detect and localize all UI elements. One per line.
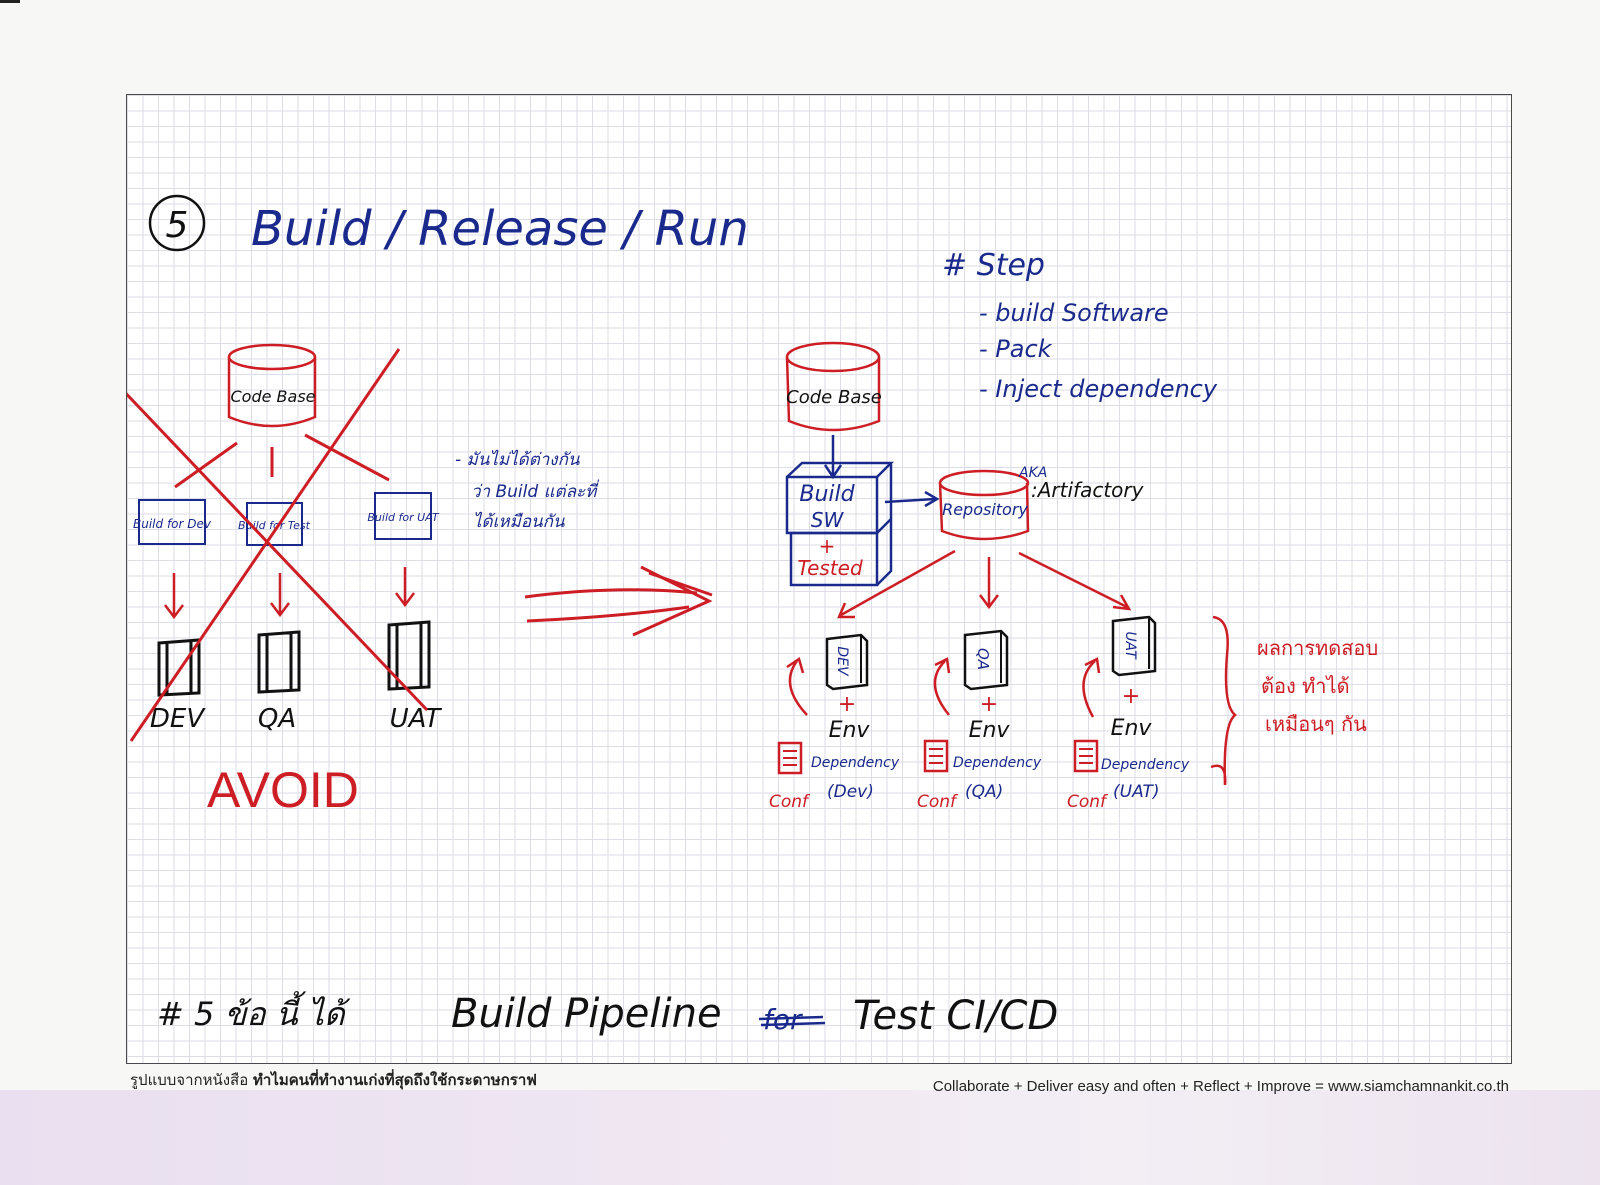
left-codebase-cylinder: Code Base (227, 343, 317, 428)
repository-label: Repository (942, 500, 1028, 519)
aka-label: AKA (1018, 465, 1047, 481)
bottom-tail: Test CI/CD (853, 993, 1058, 1039)
bottom-line: # 5 ข้อ นี้ ได้ Build Pipeline for Test … (157, 991, 1058, 1039)
server-dev: DEV + Env Dependency Conf (Dev) (769, 633, 900, 812)
build-tested-box: Build SW + Tested (785, 461, 895, 587)
svg-text:Build: Build (799, 482, 855, 507)
footer-left-plain: รูปแบบจากหนังสือ (130, 1071, 253, 1089)
svg-text:เหมือนๆ กัน: เหมือนๆ กัน (1265, 712, 1367, 736)
svg-text:- Pack: - Pack (979, 335, 1053, 363)
svg-text:(QA): (QA) (965, 782, 1003, 802)
svg-text:- มันไม่ได้ต่างกัน: - มันไม่ได้ต่างกัน (455, 449, 580, 470)
steps-heading: # Step (942, 248, 1045, 283)
svg-text:+: + (980, 692, 998, 717)
footer-left: รูปแบบจากหนังสือ ทำไมคนที่ทำงานเก่งที่สุ… (130, 1068, 537, 1092)
right-codebase-label: Code Base (786, 387, 882, 408)
steps-list: # Step - build Software - Pack - Inject … (942, 248, 1218, 403)
svg-text:Env: Env (829, 718, 871, 743)
svg-text:+: + (1122, 684, 1140, 709)
svg-text:- Inject dependency: - Inject dependency (979, 375, 1218, 403)
left-env-dev: DEV (150, 704, 206, 734)
big-double-arrow (524, 565, 713, 637)
svg-text:+: + (838, 692, 856, 717)
svg-text:Dependency: Dependency (953, 755, 1042, 771)
svg-text:ได้เหมือนกัน: ได้เหมือนกัน (473, 511, 565, 532)
left-diagram: Code Base Build for Dev Build for Test B… (127, 343, 443, 818)
svg-text:ต้อง ทำได้: ต้อง ทำได้ (1261, 674, 1350, 698)
build-box-uat: Build for UAT (367, 492, 440, 540)
right-codebase-cylinder: Code Base (785, 341, 882, 432)
left-down-arrows (164, 567, 415, 620)
svg-text:Conf: Conf (1067, 792, 1109, 812)
svg-text:UAT: UAT (1122, 631, 1138, 660)
cross-line-2 (129, 348, 401, 742)
page-title: Build / Release / Run (251, 201, 749, 257)
svg-text:ว่า Build แต่ละที่: ว่า Build แต่ละที่ (471, 479, 599, 502)
svg-text:Conf: Conf (917, 792, 959, 812)
footer-right: Collaborate + Deliver easy and often + R… (932, 1078, 1509, 1095)
left-codebase-label: Code Base (230, 387, 315, 406)
svg-text:Dependency: Dependency (811, 755, 900, 771)
right-diagram: Code Base Build SW + Tested Repository A… (769, 341, 1378, 812)
side-note: ผลการทดสอบ ต้อง ทำได้ เหมือนๆ กัน (1257, 636, 1378, 736)
svg-text:Build for UAT: Build for UAT (367, 511, 440, 524)
cross-line-1 (127, 392, 429, 712)
repo-distribution-arrows (837, 549, 1132, 619)
right-brace (1210, 615, 1237, 786)
svg-text:Tested: Tested (797, 556, 863, 580)
svg-text:SW: SW (811, 508, 845, 532)
bottom-prefix: # 5 ข้อ นี้ ได้ (157, 991, 351, 1033)
middle-note: - มันไม่ได้ต่างกัน ว่า Build แต่ละที่ ได… (455, 449, 599, 532)
corner-mark (0, 0, 20, 3)
number-circle (148, 194, 206, 252)
svg-text:- build Software: - build Software (979, 299, 1169, 327)
server-uat: UAT + Env Dependency Conf (UAT) (1067, 615, 1190, 812)
svg-text:ผลการทดสอบ: ผลการทดสอบ (1257, 636, 1378, 660)
svg-text:Build for Dev: Build for Dev (133, 517, 212, 531)
svg-text:Env: Env (969, 718, 1011, 743)
sketch-canvas: 5 Build / Release / Run Code Base Build … (127, 194, 1378, 1039)
avoid-label: AVOID (207, 762, 359, 818)
title-number: 5 (166, 205, 189, 246)
footer-left-bold: ทำไมคนที่ทำงานเก่งที่สุดถึงใช้กระดาษกราฟ (252, 1071, 537, 1089)
server-qa: QA + Env Dependency Conf (QA) (917, 629, 1042, 812)
svg-text:QA: QA (974, 648, 992, 670)
svg-text:Env: Env (1111, 716, 1153, 741)
left-env-uat: UAT (390, 704, 443, 734)
bottom-pipeline: Build Pipeline (451, 991, 722, 1037)
background-band (0, 1090, 1600, 1185)
graph-paper-sheet: 5 Build / Release / Run Code Base Build … (126, 94, 1512, 1064)
repository-cylinder: Repository (938, 469, 1030, 541)
artifactory-label: :Artifactory (1031, 478, 1145, 502)
svg-text:+: + (819, 534, 836, 558)
left-servers (157, 620, 431, 697)
left-env-qa: QA (258, 704, 296, 734)
svg-text:DEV: DEV (834, 646, 850, 677)
build-box-dev: Build for Dev (133, 499, 212, 545)
svg-text:Conf: Conf (769, 792, 811, 812)
svg-text:(Dev): (Dev) (827, 782, 874, 802)
svg-text:Dependency: Dependency (1101, 757, 1190, 773)
title-group: 5 Build / Release / Run (148, 194, 749, 257)
svg-text:(UAT): (UAT) (1113, 782, 1159, 802)
